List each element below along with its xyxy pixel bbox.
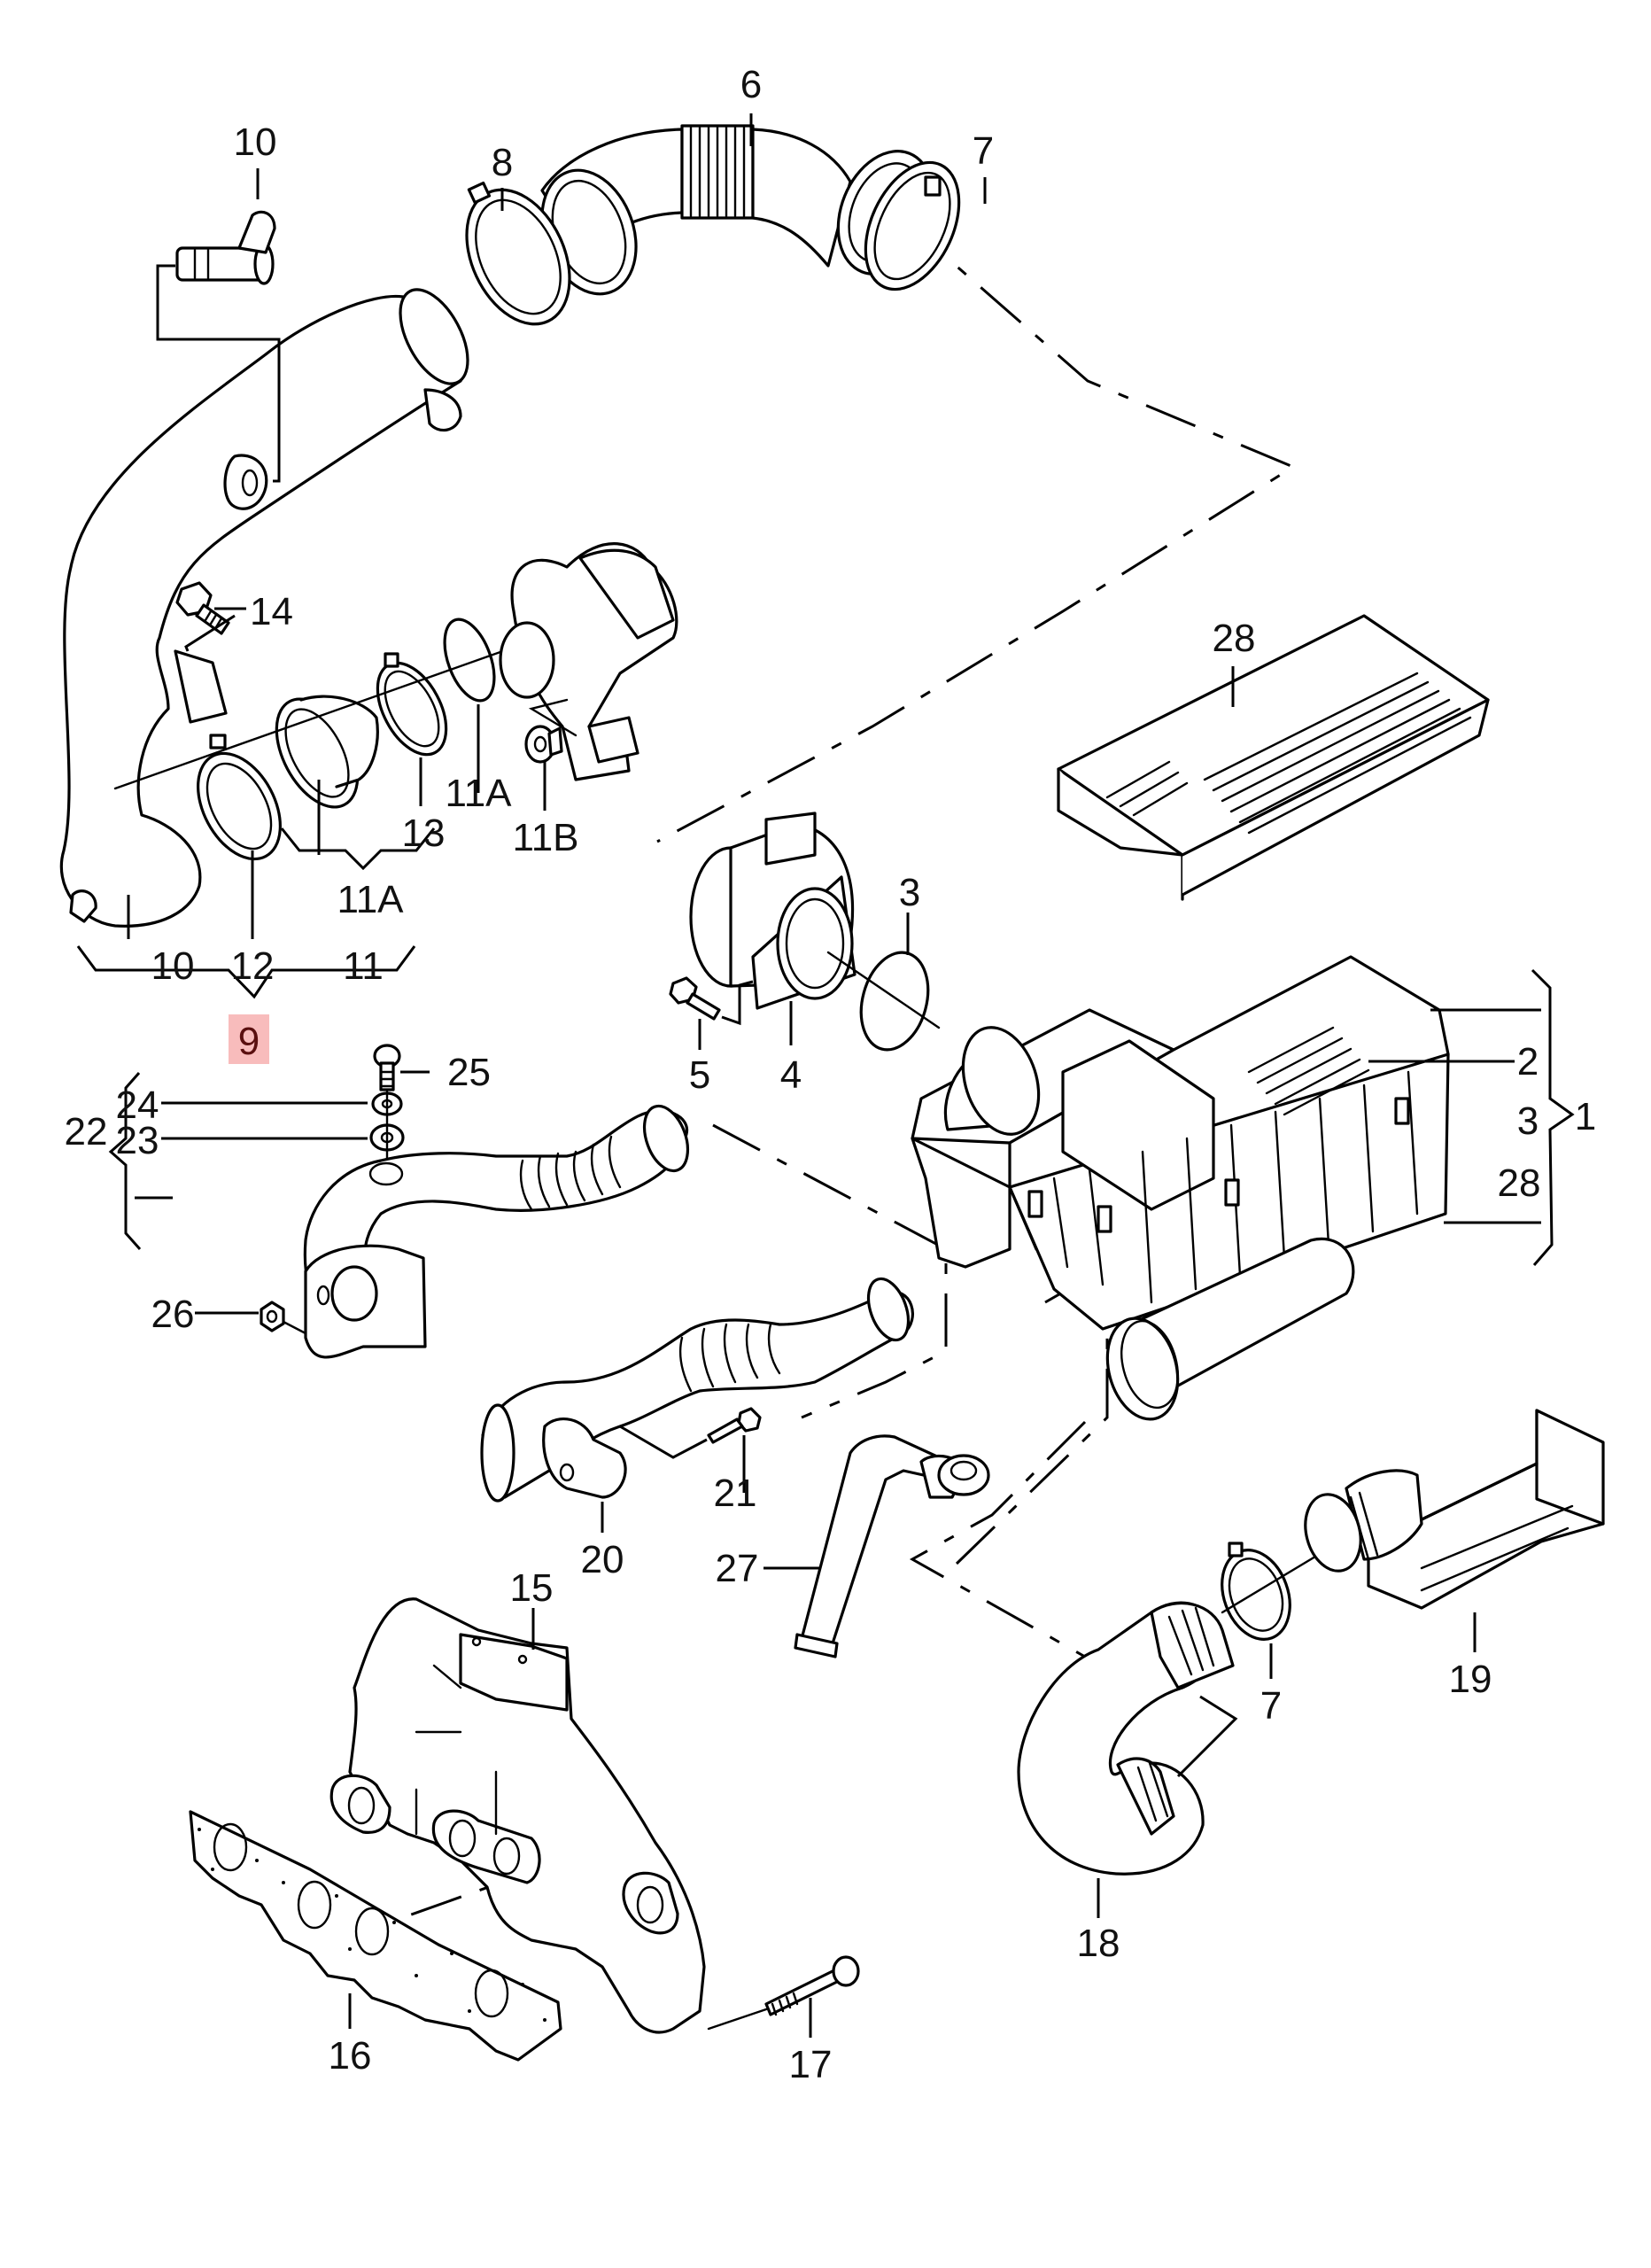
axis-line-nut26 (282, 1320, 307, 1335)
callout-24: 24 (116, 1084, 159, 1127)
callout-7-bottom: 7 (1260, 1684, 1282, 1728)
callout-4: 4 (780, 1053, 802, 1097)
part-15-exhaust-manifold (329, 1597, 706, 2034)
group-bracket-9 (76, 945, 416, 999)
callout-labels: 6 7 8 10 14 28 11A 13 11B 11A 10 12 11 9… (65, 63, 1597, 2086)
callout-28-cover: 28 (1213, 617, 1256, 660)
callout-10-top: 10 (234, 120, 277, 164)
callout-17: 17 (789, 2043, 833, 2086)
dashed-line-airbox-to-elbow (909, 1420, 1087, 1658)
part-12-hose-clamp (197, 734, 282, 861)
part-11b-plug (524, 725, 563, 764)
gasket-ports (213, 1822, 509, 2018)
part-4-mass-airflow-sensor (689, 812, 857, 1010)
axis-line-maf (826, 951, 941, 1029)
callout-18: 18 (1077, 1922, 1120, 1965)
callout-21: 21 (714, 1472, 757, 1515)
dashed-line-hose-to-airbox (712, 1123, 948, 1419)
callout-9[interactable]: 9 (238, 1020, 260, 1063)
callout-28-group: 28 (1498, 1161, 1541, 1205)
callout-11a-turbo: 11A (445, 772, 512, 815)
callout-3-oring: 3 (899, 871, 920, 914)
part-1-air-filter-housing (911, 955, 1450, 1421)
group-brace-22 (108, 1072, 142, 1250)
callout-26: 26 (151, 1293, 195, 1336)
callout-25: 25 (447, 1051, 491, 1094)
callout-23: 23 (116, 1119, 159, 1162)
part-26-nut (260, 1301, 285, 1332)
corrugation-lines (689, 126, 746, 218)
part-17-bolt (764, 1955, 860, 2016)
group-brace-1 (1531, 968, 1575, 1266)
part-7-hose-clamp-bottom (1221, 1542, 1291, 1641)
part-25-bolt (373, 1044, 401, 1091)
part-16-manifold-gasket (189, 1810, 562, 2062)
part-3-o-ring (859, 951, 930, 1052)
part-18-elbow-hose (1017, 1601, 1235, 1876)
callout-19: 19 (1449, 1658, 1492, 1701)
part-13-hose-clamp (376, 652, 448, 757)
callout-6: 6 (740, 63, 762, 106)
callout-7-top: 7 (973, 129, 994, 173)
part-10-pressure-sensor (175, 210, 276, 285)
leader-5-to-sensor (721, 980, 754, 1026)
part-11a-sleeve (275, 695, 379, 809)
turbocharger (499, 542, 678, 781)
filter-pleat-lines (1105, 672, 1472, 835)
callout-22: 22 (65, 1110, 108, 1153)
callout-11a-group: 11A (337, 878, 404, 921)
callout-5: 5 (689, 1053, 710, 1097)
callout-14: 14 (250, 590, 293, 633)
dashed-line-clamp7-to-mass-airflow (656, 218, 1297, 843)
callout-9-highlight (229, 1014, 269, 1064)
callout-15: 15 (510, 1566, 554, 1610)
gasket-stipple (198, 1828, 546, 2022)
callout-10-group: 10 (151, 944, 195, 988)
callout-11: 11 (343, 944, 384, 988)
dashed-line-breather-to-airbox (955, 1264, 1109, 1565)
axis-line-bolt17 (707, 2008, 768, 2031)
callout-13: 13 (402, 812, 446, 855)
part-22-hose-upper (303, 1104, 690, 1359)
callout-20: 20 (581, 1538, 624, 1581)
callout-1: 1 (1575, 1095, 1596, 1138)
part-11a-o-ring (443, 617, 496, 703)
callout-27: 27 (716, 1547, 759, 1590)
callout-8: 8 (492, 141, 513, 184)
part-28-filter-element-tray (1057, 614, 1490, 901)
part-27-breather-pipe (794, 1434, 990, 1658)
callout-16: 16 (329, 2034, 372, 2078)
part-10-charge-air-pipe (59, 288, 469, 928)
housing-clips (1027, 1097, 1410, 1233)
leader-14-to-bracket (184, 614, 236, 652)
part-7-hose-clamp-top (864, 160, 961, 291)
hose-corrugation (519, 1135, 622, 1211)
part-14-bolt (175, 581, 230, 635)
filter-pleats (1247, 1026, 1370, 1116)
brace-18-clamps (1176, 1695, 1238, 1778)
callout-11b: 11B (512, 816, 578, 859)
hose-corrugation-lower (678, 1323, 781, 1393)
group-bracket-11 (280, 827, 436, 871)
axis-line-turbo (113, 636, 542, 790)
part-8-hose-clamp (465, 181, 571, 326)
part-19-intake-duct (1304, 1409, 1605, 1610)
part-21-bolt (707, 1407, 762, 1444)
callout-12: 12 (231, 944, 275, 988)
part-5-screw (669, 976, 721, 1021)
leader-20-21-link (619, 1425, 708, 1459)
bracket-10-sensor-to-pipe (156, 264, 281, 483)
callout-2: 2 (1517, 1040, 1539, 1084)
part-20-hose-lower (480, 1277, 914, 1503)
callout-3-group: 3 (1517, 1099, 1539, 1143)
